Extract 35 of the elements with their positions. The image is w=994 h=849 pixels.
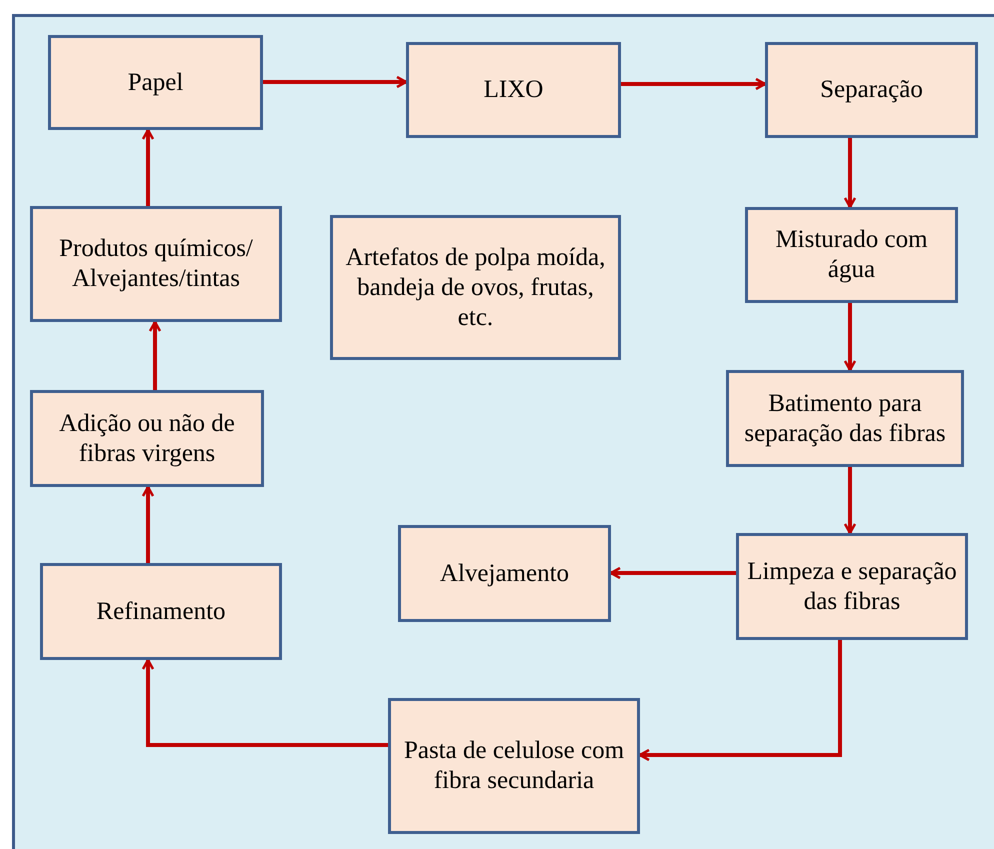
process-box xyxy=(40,563,282,660)
arrow xyxy=(638,640,842,762)
box-label: LIXO xyxy=(484,75,544,105)
process-box xyxy=(30,390,264,487)
box-label: Adição ou não de fibras virgens xyxy=(58,408,236,468)
process-box xyxy=(330,215,621,360)
arrow xyxy=(148,320,162,390)
box-label: Produtos químicos/ Alvejantes/tintas xyxy=(58,234,254,294)
arrow xyxy=(621,78,766,90)
process-box xyxy=(48,35,263,130)
arrow xyxy=(142,128,154,206)
box-label: Misturado com água xyxy=(774,225,929,285)
box-label: Papel xyxy=(128,68,184,98)
process-box xyxy=(736,533,968,640)
box-label: Separação xyxy=(820,75,923,105)
process-box xyxy=(765,42,978,138)
box-label: Refinamento xyxy=(96,596,226,626)
process-box xyxy=(30,206,282,322)
process-box xyxy=(745,207,958,303)
process-box xyxy=(398,525,611,622)
arrow xyxy=(142,486,154,563)
box-label: Pasta de celulose com fibra secundaria xyxy=(402,736,626,796)
arrow xyxy=(610,566,736,580)
arrow xyxy=(263,76,408,88)
process-box xyxy=(406,42,621,138)
box-label: Alvejamento xyxy=(440,558,570,588)
box-label: Limpeza e separação das fibras xyxy=(746,556,958,616)
box-label: Artefatos de polpa moída, bandeja de ovos, frutas, etc. xyxy=(344,242,606,332)
arrow xyxy=(844,467,856,534)
process-box xyxy=(726,370,964,467)
box-label: Batimento para separação das fibras xyxy=(743,388,947,448)
arrow xyxy=(142,658,388,747)
arrow xyxy=(844,303,856,372)
process-box xyxy=(388,698,640,834)
arrow xyxy=(844,138,856,208)
